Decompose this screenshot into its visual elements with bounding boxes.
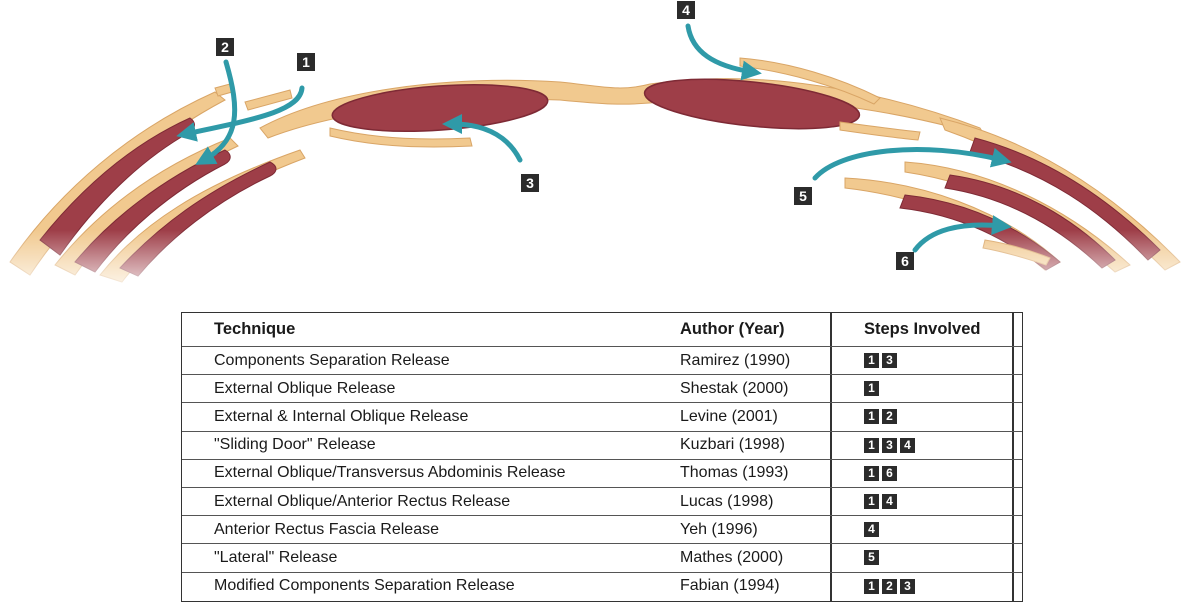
table-header-row: Technique Author (Year) Steps Involved [182, 313, 1022, 346]
step-5-badge: 5 [794, 187, 812, 205]
left-lateral-wall [0, 83, 306, 300]
right-anterior-sheath [739, 57, 881, 105]
step-badge: 4 [900, 437, 915, 453]
author-year-cell: Lucas (1998) [680, 492, 774, 510]
step-badge: 1 [864, 494, 879, 510]
rectus-region [259, 57, 987, 148]
table-row: External & Internal Oblique Release Levin… [182, 402, 1022, 430]
steps-cell: 1 [832, 375, 1022, 402]
step-badge: 3 [900, 578, 915, 594]
step-badge: 1 [864, 437, 879, 453]
arrow-4 [685, 23, 762, 81]
step-badge: 4 [882, 494, 897, 510]
abdominal-wall-illustration: 1 2 3 4 5 6 [0, 0, 1200, 300]
left-fascia-strip-2 [244, 89, 293, 111]
step-3-badge: 3 [521, 174, 539, 192]
arrow-3 [442, 114, 523, 163]
step-badge: 1 [864, 381, 879, 397]
technique-cell: Anterior Rectus Fascia Release [214, 520, 439, 538]
table-row: External Oblique Release Shestak (2000) 1 [182, 374, 1022, 402]
column-divider [830, 313, 832, 601]
technique-cell: External Oblique/Transversus Abdominis R… [214, 464, 566, 482]
steps-cell: 4 [832, 516, 1022, 543]
arrow-1 [176, 85, 305, 142]
technique-cell: External & Internal Oblique Release [214, 407, 469, 425]
author-year-cell: Levine (2001) [680, 407, 778, 425]
right-lateral-wall [844, 117, 1200, 300]
technique-cell: External Oblique Release [214, 379, 396, 397]
left-rectus-muscle [331, 84, 549, 132]
step-6-badge: 6 [896, 252, 914, 270]
step-badge: 1 [864, 465, 879, 481]
release-arrows [176, 23, 1012, 253]
table-row: External Oblique/Transversus Abdominis R… [182, 458, 1022, 487]
step-2-badge: 2 [216, 38, 234, 56]
header-author-year: Author (Year) [680, 320, 785, 338]
technique-cell: "Lateral" Release [214, 548, 338, 566]
arrow-5 [812, 147, 1012, 181]
right-rectus-muscle [643, 78, 861, 130]
table-row: Components Separation Release Ramirez (19… [182, 346, 1022, 374]
header-technique: Technique [214, 320, 296, 338]
step-1-badge: 1 [297, 53, 315, 71]
author-year-cell: Thomas (1993) [680, 464, 789, 482]
step-badge: 3 [882, 353, 897, 369]
step-badge: 2 [882, 578, 897, 594]
step-badge: 1 [864, 353, 879, 369]
abdominal-wall-svg [0, 23, 1200, 300]
right-posterior-sheath [839, 121, 921, 141]
author-year-cell: Ramirez (1990) [680, 351, 791, 369]
step-badge: 1 [864, 578, 879, 594]
table-row: Modified Components Separation Release Fa… [182, 571, 1022, 600]
arrow-2 [195, 59, 238, 165]
step-4-badge: 4 [677, 1, 695, 19]
table-row: Anterior Rectus Fascia Release Yeh (1996)… [182, 515, 1022, 543]
technique-cell: Modified Components Separation Release [214, 577, 515, 595]
technique-table: Technique Author (Year) Steps Involved C… [181, 312, 1023, 602]
author-year-cell: Shestak (2000) [680, 379, 789, 397]
author-year-cell: Fabian (1994) [680, 577, 780, 595]
author-year-cell: Kuzbari (1998) [680, 436, 785, 454]
author-year-cell: Yeh (1996) [680, 520, 758, 538]
column-divider [1012, 313, 1014, 601]
steps-cell: 5 [832, 544, 1022, 571]
technique-cell: External Oblique/Anterior Rectus Release [214, 492, 511, 510]
technique-cell: Components Separation Release [214, 351, 450, 369]
step-badge: 3 [882, 437, 897, 453]
header-steps-involved: Steps Involved [864, 320, 981, 338]
table-row: "Lateral" Release Mathes (2000) 5 [182, 543, 1022, 571]
left-posterior-sheath [329, 127, 473, 148]
table-body: Components Separation Release Ramirez (19… [182, 346, 1022, 600]
step-badge: 5 [864, 550, 879, 566]
arrow-6 [912, 215, 1012, 253]
author-year-cell: Mathes (2000) [680, 548, 784, 566]
step-badge: 6 [882, 465, 897, 481]
table-row: External Oblique/Anterior Rectus Release… [182, 486, 1022, 515]
technique-cell: "Sliding Door" Release [214, 436, 376, 454]
step-badge: 1 [864, 409, 879, 425]
step-badge: 4 [864, 522, 879, 538]
step-badge: 2 [882, 409, 897, 425]
